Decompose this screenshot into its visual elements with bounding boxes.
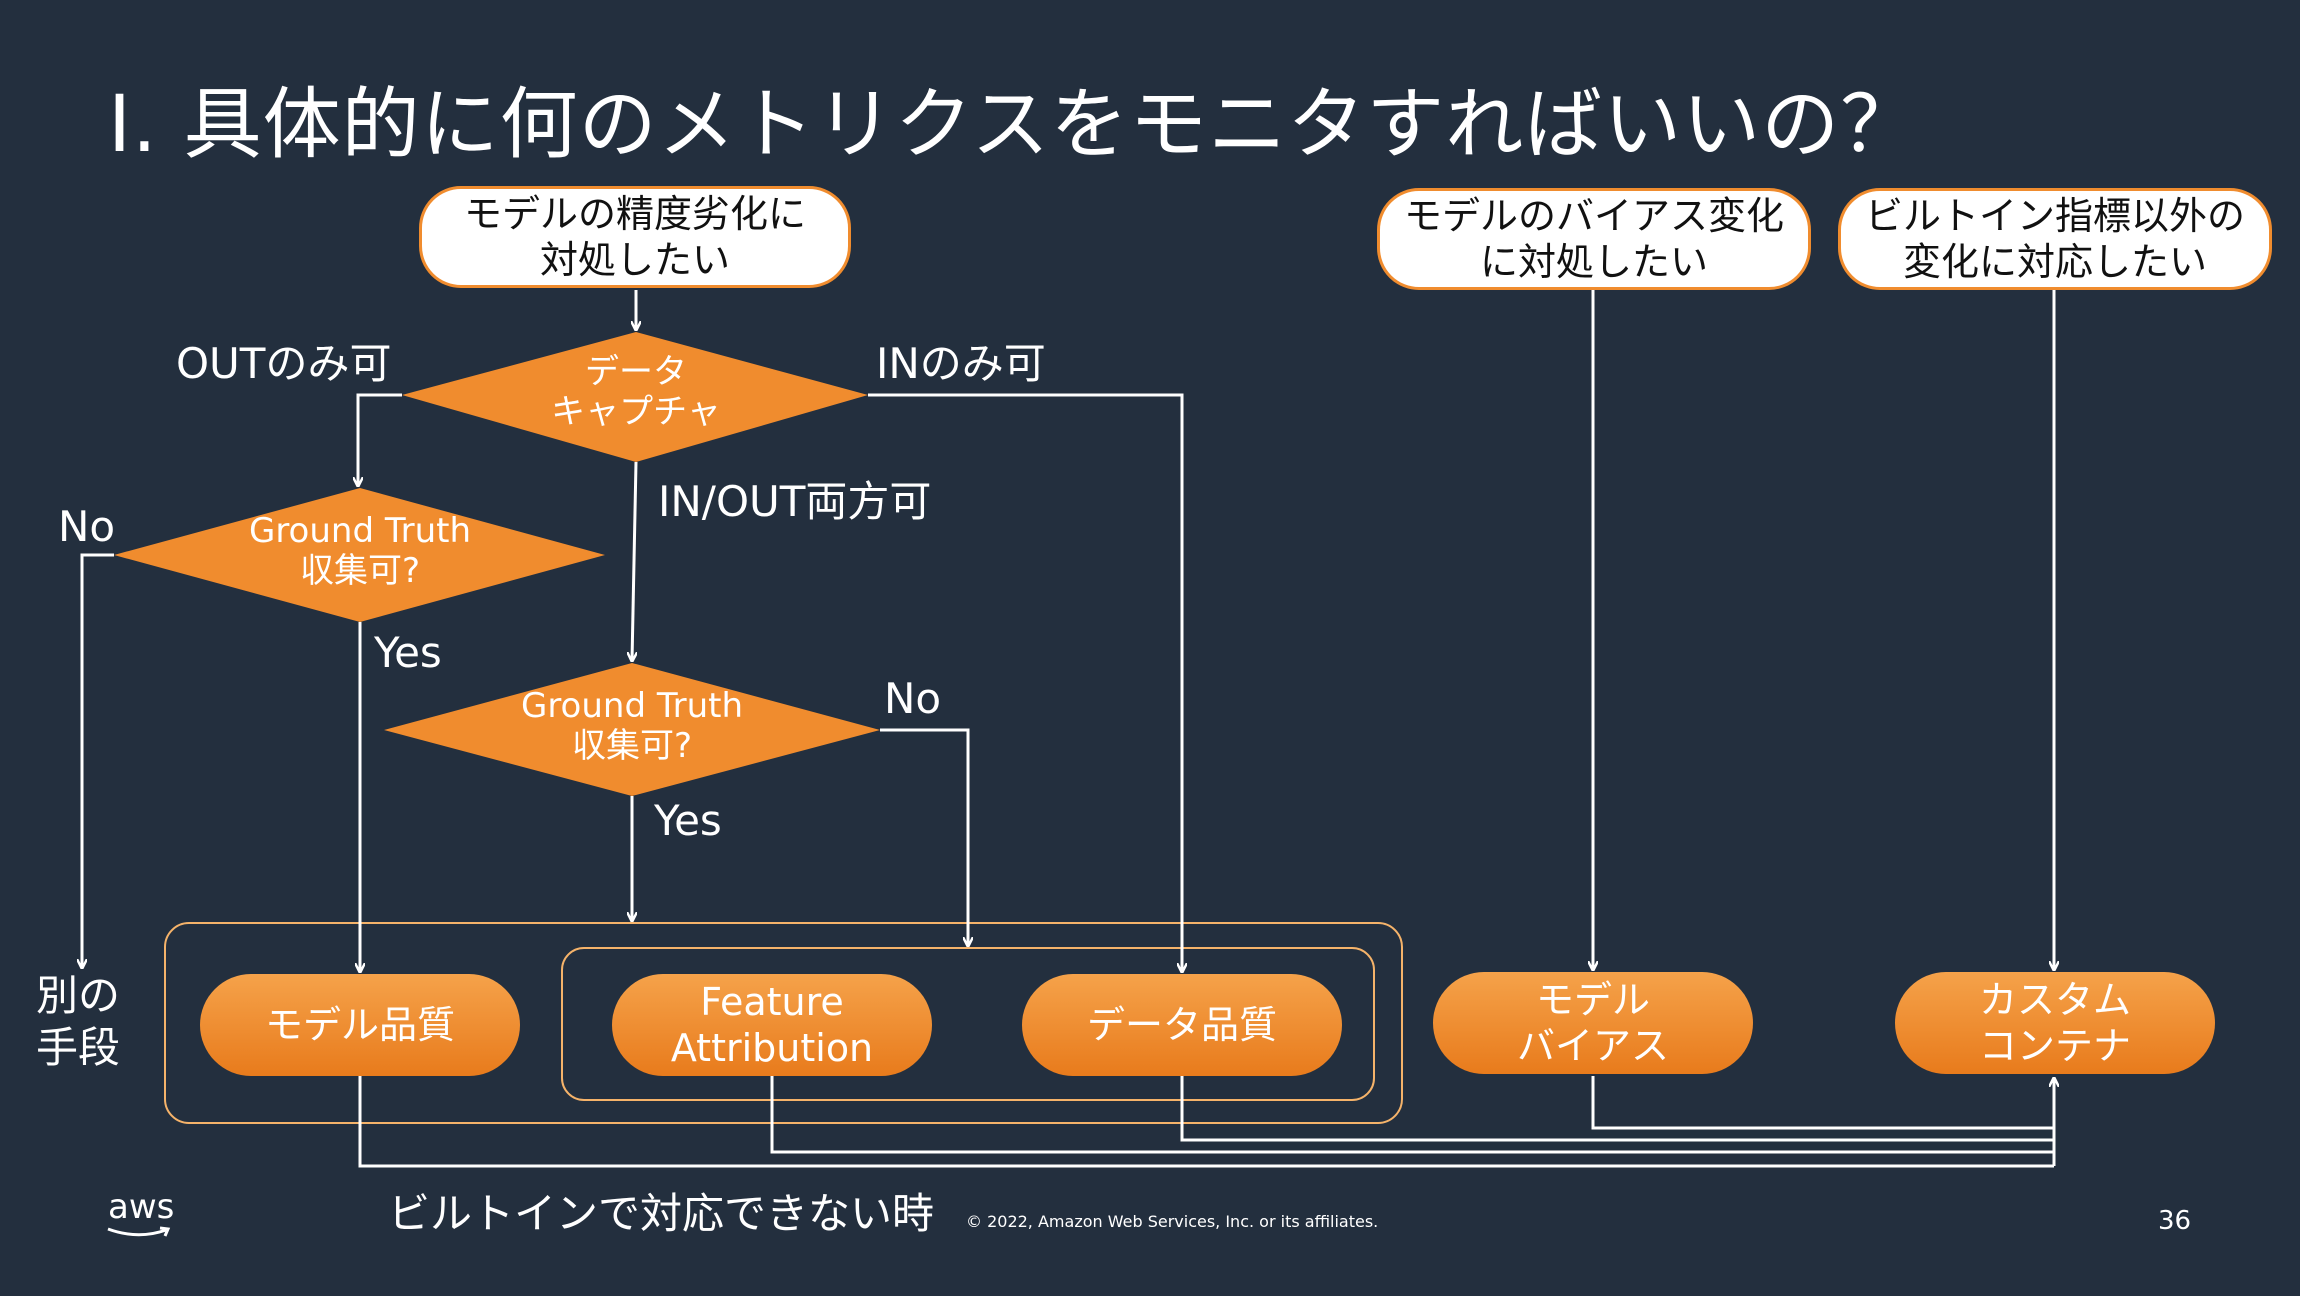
start-bias-line2: に対処したい [1479, 240, 1708, 284]
terminal-model-bias: モデルバイアス [1433, 972, 1753, 1074]
decision-gt-left-text: Ground Truth 収集可? [249, 511, 471, 591]
edge-in-only [868, 393, 1182, 972]
edge-return-bias [1591, 1076, 2054, 1130]
edge-out-only [358, 393, 402, 486]
start-other-line1: ビルトイン指標以外の [1864, 194, 2245, 238]
decision-capture-line2: キャプチャ [551, 392, 721, 432]
decision-gt-left-line2: 収集可? [299, 551, 421, 591]
decision-gt-center-text: Ground Truth 収集可? [521, 686, 743, 766]
edge-no-center [880, 728, 968, 946]
decision-capture-text: データ キャプチャ [551, 352, 721, 432]
decision-capture-line1: データ [584, 352, 687, 392]
decision-capture [402, 332, 868, 462]
label-in-out: IN/OUT両方可 [658, 477, 932, 526]
start-accuracy-line1: モデルの精度劣化に [463, 192, 806, 236]
start-accuracy: モデルの精度劣化に対処したい [419, 186, 851, 288]
edge-return-fa [770, 1076, 2054, 1154]
custom-container-line1: カスタム [1978, 978, 2131, 1022]
other-means-line2: 手段 [36, 1023, 121, 1072]
label-no-left: No [58, 502, 116, 551]
aws-logo: aws [107, 1186, 175, 1237]
model-quality-label: モデル品質 [264, 1003, 455, 1047]
custom-container-line2: コンテナ [1978, 1024, 2131, 1068]
model-bias-line1: モデル [1535, 978, 1650, 1022]
feature-attribution-line2: Attribution [670, 1026, 874, 1070]
label-out-only: OUTのみ可 [176, 339, 392, 388]
edge-no-left [82, 553, 114, 968]
decision-gt-left [114, 488, 605, 622]
terminal-other-means: 別の 手段 [36, 970, 120, 1074]
label-in-only: INのみ可 [876, 339, 1046, 388]
other-means-line1: 別の [36, 971, 121, 1020]
group-box-inner [561, 947, 1375, 1101]
aws-logo-text: aws [108, 1187, 175, 1227]
label-no-center: No [884, 674, 942, 723]
label-yes-center: Yes [654, 796, 722, 845]
start-bias: モデルのバイアス変化に対処したい [1377, 188, 1811, 290]
edge-in-out [632, 461, 638, 661]
data-quality-label: データ品質 [1086, 1003, 1277, 1047]
decision-gt-center-line2: 収集可? [571, 726, 693, 766]
copyright: © 2022, Amazon Web Services, Inc. or its… [966, 1212, 1379, 1231]
start-accuracy-line2: 対処したい [539, 238, 730, 282]
label-yes-left: Yes [374, 628, 442, 677]
edge-return-mq [358, 1076, 2054, 1168]
decision-gt-center [384, 663, 880, 796]
label-cannot-builtin: ビルトインで対応できない時 [388, 1189, 935, 1238]
terminal-custom-container: カスタムコンテナ [1895, 972, 2215, 1074]
decision-gt-center-line1: Ground Truth [520, 686, 744, 726]
group-box-outer [164, 922, 1403, 1124]
decision-gt-left-line1: Ground Truth [248, 511, 472, 551]
page-title: I. 具体的に何のメトリクスをモニタすればいいの？ [108, 80, 1920, 170]
aws-smile-icon [107, 1226, 171, 1237]
feature-attribution-line1: Feature [700, 980, 844, 1024]
start-other: ビルトイン指標以外の変化に対応したい [1838, 188, 2272, 290]
edge-return-dq [1180, 1076, 2054, 1142]
model-bias-line2: バイアス [1516, 1024, 1669, 1068]
terminal-data-quality: データ品質 [1022, 974, 1342, 1076]
terminal-model-quality: モデル品質 [200, 974, 520, 1076]
start-bias-line1: モデルのバイアス変化 [1403, 194, 1784, 238]
page-number: 36 [2158, 1206, 2192, 1236]
start-other-line2: 変化に対応したい [1902, 240, 2207, 284]
